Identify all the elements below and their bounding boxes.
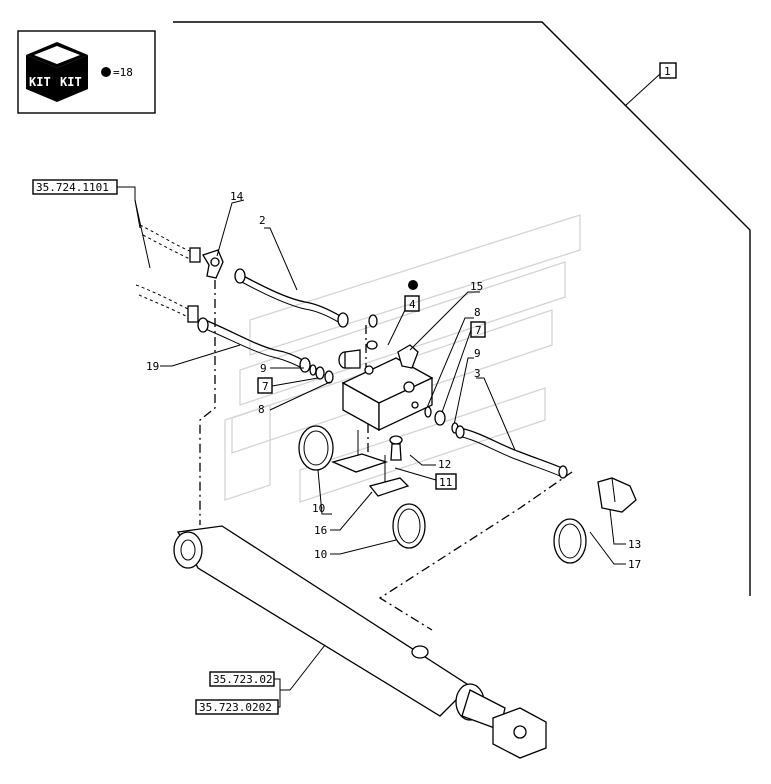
callout-10-upper: 10: [312, 502, 325, 515]
ref-35-723-0202: 35.723.0202: [199, 701, 272, 714]
callout-9-right: 9: [474, 347, 481, 360]
callout-17: 17: [628, 558, 641, 571]
callout-9-left: 9: [260, 362, 267, 375]
ref-35-723-02: 35.723.02: [213, 673, 273, 686]
part-16-bracket: [331, 453, 410, 497]
callout-13: 13: [628, 538, 641, 551]
part-3-pipe: [455, 425, 568, 479]
callout-11: 11: [439, 476, 452, 489]
oring-top: [368, 314, 378, 328]
callout-8-right: 8: [474, 306, 481, 319]
hydraulic-cylinder: [173, 525, 547, 759]
callout-7-left: 7: [262, 380, 269, 393]
callout-16: 16: [314, 524, 327, 537]
kit-label-right: KIT: [60, 75, 82, 89]
callout-box-4: [404, 295, 420, 312]
kit-legend-box: KIT KIT =18: [17, 30, 156, 114]
callout-12: 12: [438, 458, 451, 471]
ref-35-724-1101: 35.724.1101: [36, 181, 109, 194]
kit-equals-text: =18: [113, 66, 133, 79]
kit-cube-icon: [26, 42, 88, 102]
part-19-pipe: [197, 317, 311, 373]
callout-8-left: 8: [258, 403, 265, 416]
callout-2: 2: [259, 214, 266, 227]
kit-dot-marker: [408, 280, 418, 290]
part-9-oring-left: [309, 364, 334, 384]
oring-mid: [366, 340, 378, 350]
kit-label-left: KIT: [29, 75, 51, 89]
hose-upper: [139, 224, 201, 263]
watermark-logo: [224, 214, 581, 503]
callout-10-lower: 10: [314, 548, 327, 561]
part-14-elbow-fitting: [202, 249, 224, 279]
part-10-clamp-upper: [298, 425, 334, 471]
callout-7-right: 7: [475, 324, 482, 337]
hose-lower: [135, 284, 199, 323]
callout-14: 14: [230, 190, 244, 203]
dash-route-right: [378, 471, 573, 631]
dash-route-left: [199, 280, 216, 525]
part-8-9-orings-right: [424, 406, 459, 434]
valve-block: [338, 349, 434, 432]
part-12-fitting: [389, 435, 403, 461]
part-10-clamp-lower: [392, 503, 426, 549]
callout-15: 15: [470, 280, 483, 293]
callout-19: 19: [146, 360, 159, 373]
callout-box-1: [659, 62, 677, 79]
callout-4: 4: [409, 298, 416, 311]
part-13-bracket: [597, 477, 637, 513]
part-17-clamp: [553, 518, 587, 564]
callout-1: 1: [664, 65, 671, 78]
part-2-pipe: [234, 268, 349, 328]
part-15-fitting: [397, 344, 419, 369]
leader-1: [624, 73, 661, 107]
callout-box-7-right: [470, 321, 486, 338]
assembly-outline-line: [173, 21, 751, 596]
callout-3: 3: [474, 367, 481, 380]
callout-box-11: [435, 473, 457, 490]
kit-dot-icon: [101, 67, 111, 77]
